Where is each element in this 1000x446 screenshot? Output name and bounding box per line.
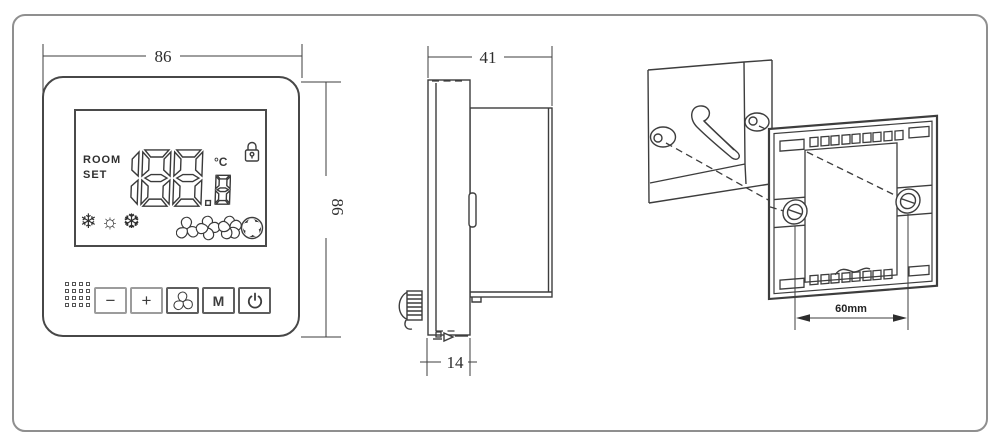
celsius-unit: °C bbox=[214, 155, 228, 169]
screw-spacing-dimension: 60mm bbox=[794, 214, 909, 330]
side-view: 41 14 bbox=[398, 46, 553, 376]
drawing-border bbox=[12, 14, 988, 432]
side-terminal-detail bbox=[433, 331, 468, 343]
minus-button: − bbox=[94, 287, 127, 314]
fan-speed-mid-icon bbox=[195, 215, 221, 241]
plus-button: + bbox=[130, 287, 163, 314]
fan-speed-icons bbox=[176, 215, 264, 242]
mode-icons: ❄ ☼ ❆ bbox=[80, 211, 140, 233]
thermostat-front-view: ROOM SET °C ❄ ☼ ❆ bbox=[42, 76, 300, 337]
lock-icon bbox=[244, 141, 260, 162]
alignment-dash-left bbox=[665, 142, 789, 212]
frost-icon: ❆ bbox=[123, 211, 140, 233]
snowflake-icon: ❄ bbox=[80, 211, 97, 233]
side-dial bbox=[398, 290, 423, 330]
fan-speed-high-icon bbox=[216, 215, 244, 242]
dim-front-height: 86 bbox=[328, 199, 347, 216]
touch-button-row: − + M bbox=[94, 287, 271, 314]
installation-view: 60mm bbox=[647, 59, 939, 330]
sun-icon: ☼ bbox=[100, 211, 120, 233]
sensor-grille bbox=[65, 282, 91, 307]
temperature-readout bbox=[111, 148, 231, 211]
wall-box bbox=[647, 59, 773, 204]
dim-panel-depth: 14 bbox=[447, 353, 465, 372]
side-front-panel bbox=[427, 79, 471, 336]
vent-slots-top bbox=[779, 125, 930, 152]
front-view-dimensions: 86 86 bbox=[42, 44, 347, 338]
lcd-labels: ROOM SET bbox=[83, 153, 121, 183]
lcd-display: ROOM SET °C ❄ ☼ ❆ bbox=[74, 109, 267, 247]
set-label: SET bbox=[83, 169, 108, 181]
vent-slots-bottom bbox=[779, 264, 930, 290]
dim-front-width: 86 bbox=[155, 47, 172, 66]
plate-screw-left bbox=[782, 199, 808, 225]
side-rear-box bbox=[469, 107, 553, 298]
power-icon bbox=[247, 292, 262, 309]
side-clip bbox=[468, 192, 477, 228]
fan-button bbox=[166, 287, 199, 314]
room-label: ROOM bbox=[83, 154, 122, 166]
mode-button: M bbox=[202, 287, 235, 314]
fan-speed-auto-icon bbox=[240, 216, 264, 240]
dim-screw-spacing: 60mm bbox=[835, 303, 867, 315]
mounting-plate bbox=[767, 114, 939, 301]
power-button bbox=[238, 287, 271, 314]
fan-icon bbox=[172, 291, 193, 311]
plate-screw-right bbox=[895, 188, 921, 214]
dim-depth: 41 bbox=[480, 48, 497, 67]
